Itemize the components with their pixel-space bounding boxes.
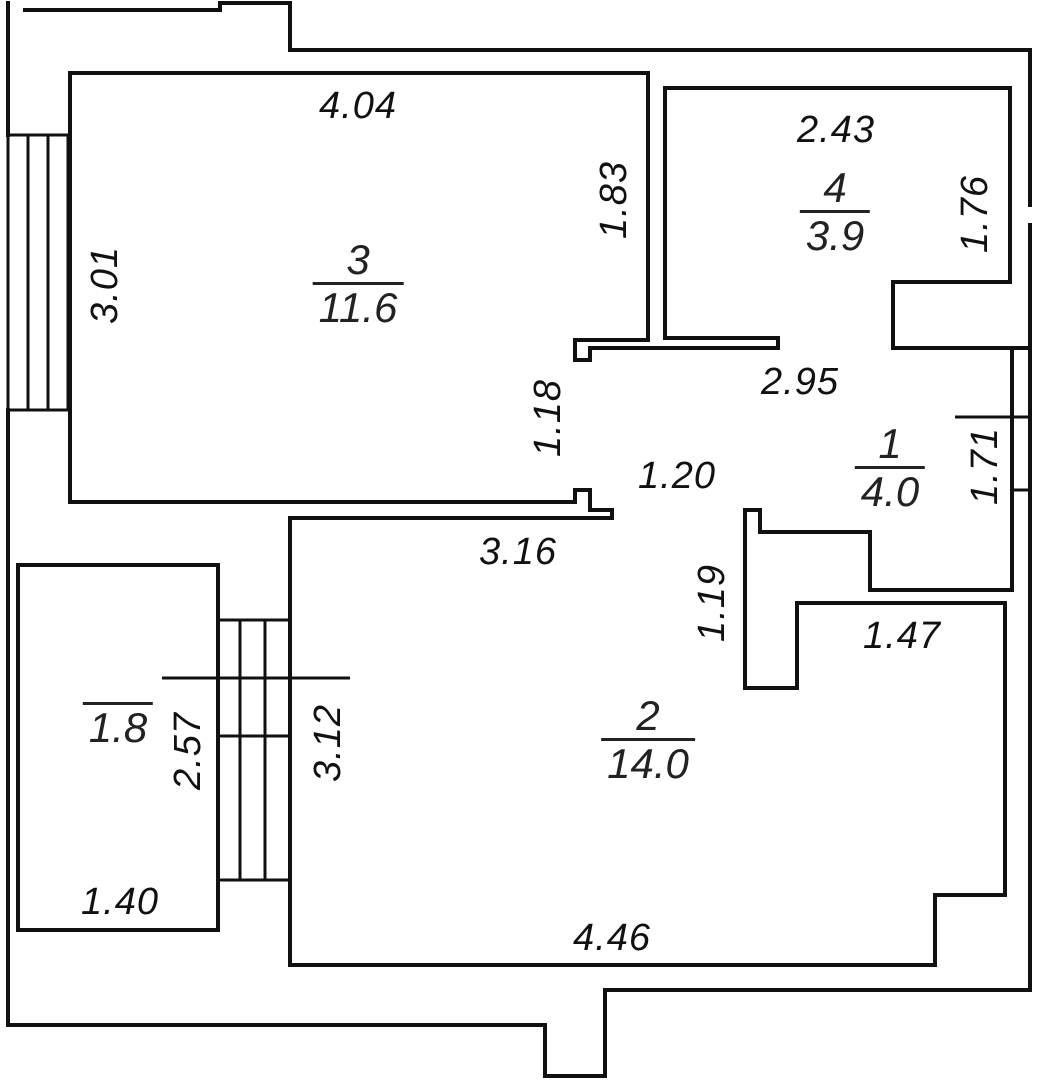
dim-hall-mid: 1.20 bbox=[638, 455, 716, 497]
dim-r2-bottom: 4.46 bbox=[573, 917, 651, 959]
dim-hall-door: 1.18 bbox=[527, 379, 569, 457]
dim-balcony-bottom: 1.40 bbox=[81, 881, 159, 923]
room-1-label: 1 4.0 bbox=[854, 420, 926, 515]
room-1-number: 1 bbox=[878, 420, 902, 467]
room-3-walls bbox=[68, 71, 650, 504]
room-2-area: 14.0 bbox=[601, 738, 695, 787]
dim-r2-top: 3.16 bbox=[479, 531, 557, 573]
room-3-door-jamb-top bbox=[573, 336, 780, 362]
dim-r4-right: 1.76 bbox=[954, 175, 996, 253]
dim-r2-left: 3.12 bbox=[307, 704, 349, 782]
room-3-area: 11.6 bbox=[312, 282, 404, 331]
balcony-label: 1.8 bbox=[82, 702, 154, 751]
room-4-walls bbox=[663, 86, 1032, 350]
dim-hall-top: 2.95 bbox=[761, 361, 839, 403]
balcony-area: 1.8 bbox=[82, 702, 154, 751]
window-west bbox=[6, 133, 70, 412]
dim-r3-right: 1.83 bbox=[593, 161, 635, 239]
dim-balcony-side: 2.57 bbox=[167, 712, 209, 790]
room-3-door-jamb-bottom bbox=[288, 488, 614, 520]
dim-hall-right: 1.71 bbox=[964, 427, 1006, 505]
outer-wall bbox=[23, 1, 1032, 207]
room-3-label: 3 11.6 bbox=[312, 236, 404, 331]
room-1-area: 4.0 bbox=[854, 466, 926, 515]
dim-r2-notch-side: 1.19 bbox=[691, 564, 733, 642]
outer-wall-east bbox=[6, 223, 1032, 1078]
room-2-number: 2 bbox=[636, 692, 660, 739]
room-3-number: 3 bbox=[346, 236, 370, 283]
dim-r3-left: 3.01 bbox=[84, 246, 126, 324]
room-2-label: 2 14.0 bbox=[601, 694, 695, 787]
room-4-number: 4 bbox=[823, 164, 847, 211]
balcony-door bbox=[162, 618, 350, 882]
dim-r2-notch-top: 1.47 bbox=[863, 615, 941, 657]
room-4-label: 4 3.9 bbox=[799, 164, 871, 259]
dim-r3-top: 4.04 bbox=[319, 85, 397, 127]
dim-r4-top: 2.43 bbox=[797, 109, 875, 151]
room-4-area: 3.9 bbox=[799, 210, 871, 259]
hall-walls bbox=[288, 346, 1014, 967]
